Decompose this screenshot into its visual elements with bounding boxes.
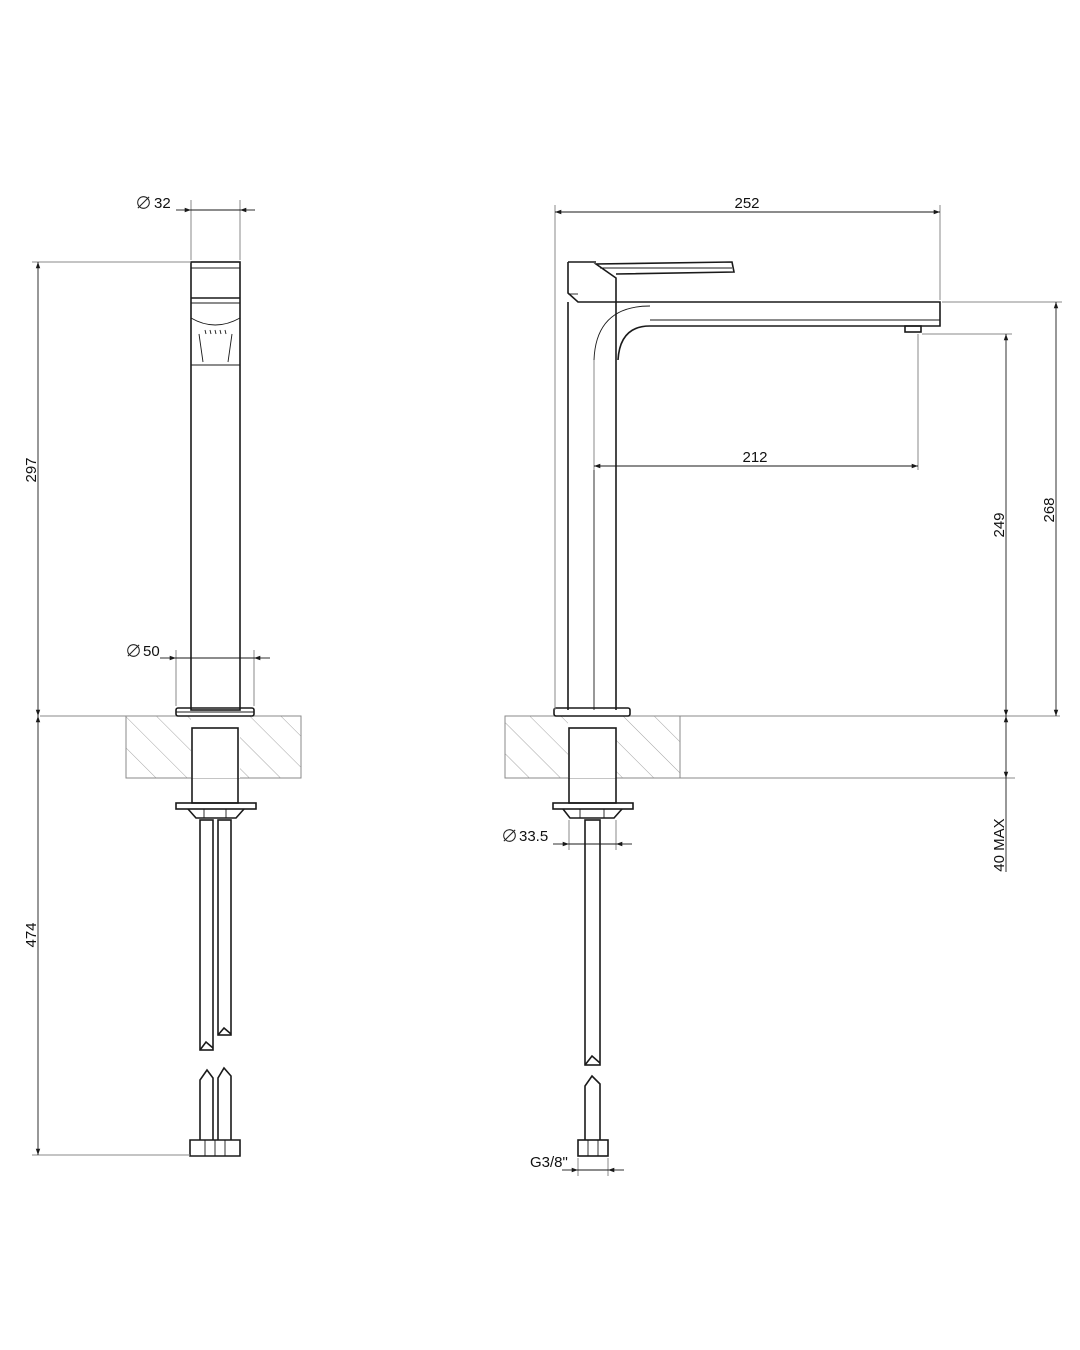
diameter-symbol-icon <box>503 829 516 842</box>
dim-label-front-base-diameter: 50 <box>143 643 160 660</box>
dim-front-base-diameter: 50 <box>127 643 270 706</box>
side-braided-hose <box>577 819 609 1157</box>
dim-label-front-hose-length: 474 <box>23 922 40 947</box>
dim-label-side-total-height: 268 <box>1041 497 1058 522</box>
front-faucet-body <box>190 261 241 711</box>
dim-side-outlet-height: 249 <box>922 333 1012 716</box>
dim-label-side-spout-reach: 212 <box>742 449 767 466</box>
side-countertop <box>504 715 1060 779</box>
diameter-symbol-icon <box>127 644 140 657</box>
dim-label-side-shank-diameter: 33.5 <box>519 828 548 845</box>
dim-label-side-thread: G3/8" <box>530 1154 568 1171</box>
front-countertop <box>40 715 302 779</box>
dim-label-side-mount-thickness: 40 MAX <box>991 818 1008 871</box>
side-faucet-body <box>567 261 941 710</box>
front-view: 32 297 50 474 <box>23 195 302 1157</box>
dim-side-thread: G3/8" <box>530 1154 624 1176</box>
dim-label-side-outlet-height: 249 <box>991 512 1008 537</box>
dim-front-hose-length: 474 <box>23 716 190 1156</box>
side-shank <box>552 727 634 819</box>
front-base-flange <box>175 707 255 717</box>
dim-front-height: 297 <box>23 261 191 716</box>
side-view: 252 212 249 268 40 MAX <box>503 195 1062 1176</box>
dim-side-shank-diameter: 33.5 <box>503 820 632 850</box>
side-base-flange <box>553 707 631 717</box>
dim-side-total-height: 268 <box>942 301 1062 716</box>
diameter-symbol-icon <box>137 196 150 209</box>
dim-label-front-height: 297 <box>23 457 40 482</box>
dim-side-spout-reach: 212 <box>593 334 919 470</box>
dim-side-mount-thickness: 40 MAX <box>991 716 1009 872</box>
dim-front-body-diameter: 32 <box>137 195 255 260</box>
dim-side-overall-length: 252 <box>554 195 941 710</box>
front-braided-hoses <box>189 819 241 1157</box>
dim-label-front-body-diameter: 32 <box>154 195 171 212</box>
front-shank <box>175 727 257 819</box>
dim-label-side-overall-length: 252 <box>734 195 759 212</box>
